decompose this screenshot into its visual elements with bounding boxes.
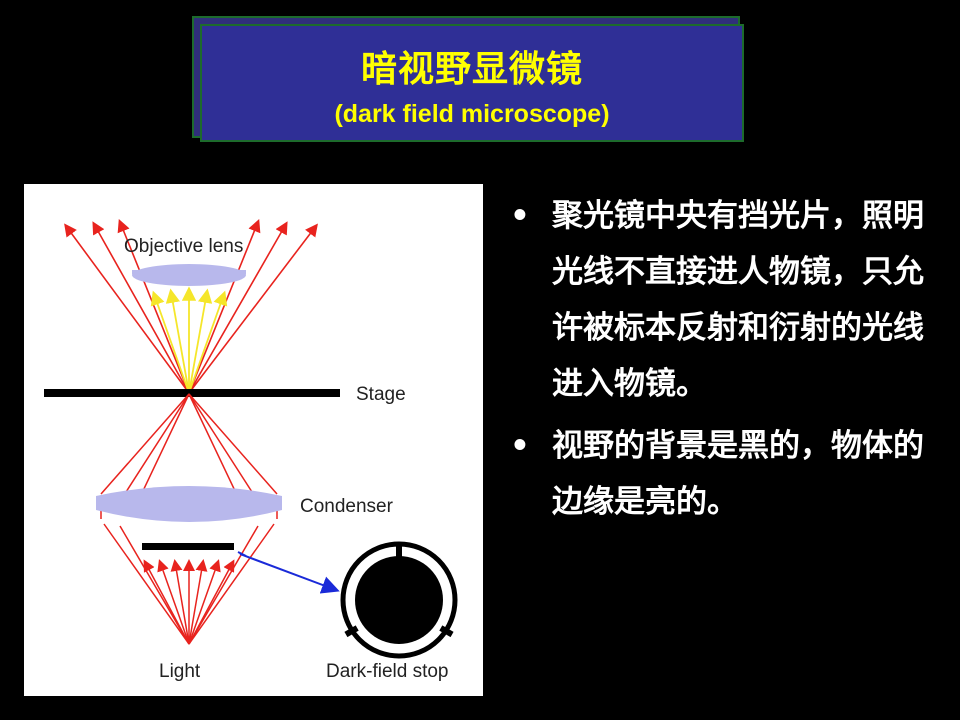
lray-2 <box>157 559 190 645</box>
bullet-item: • 视野的背景是黑的，物体的边缘是亮的。 <box>510 418 950 530</box>
bullet-text: 视野的背景是黑的，物体的边缘是亮的。 <box>552 428 924 520</box>
ray-up-2 <box>92 221 190 394</box>
lray-edge-2 <box>188 523 275 645</box>
objective-lens-top <box>132 270 246 274</box>
ray-up-3 <box>117 219 190 394</box>
scattered-rays <box>64 219 318 394</box>
yellow-rays <box>150 286 228 394</box>
lray-6 <box>188 559 221 645</box>
crays-2 <box>116 393 190 507</box>
lray-edge-3 <box>119 525 190 645</box>
objective-lens <box>132 264 246 286</box>
condenser-lens <box>96 486 282 522</box>
stage-label: Stage <box>356 384 406 405</box>
dark-field-stop-bar <box>142 543 234 550</box>
lray-edge-1 <box>103 523 190 645</box>
stop-center <box>355 556 443 644</box>
stop-strut-left <box>344 625 359 638</box>
light-rays <box>103 523 275 645</box>
objective-label: Objective lens <box>124 236 243 257</box>
stage-bar <box>44 389 340 397</box>
yray-2 <box>165 288 190 394</box>
lray-5 <box>188 559 208 645</box>
lray-edge-4 <box>188 525 259 645</box>
slide-title: 暗视野显微镜 <box>360 49 583 90</box>
bullet-item: • 聚光镜中央有挡光片，照明光线不直接进人物镜，只允许被标本反射和衍射的光线进入… <box>510 188 950 412</box>
light-label: Light <box>159 661 201 682</box>
slide-subtitle: (dark field microscope) <box>334 100 610 128</box>
pointer-arrow <box>239 553 340 594</box>
bullet-marker: • <box>510 198 530 234</box>
lray-1 <box>143 559 190 645</box>
stop-strut-right <box>439 625 454 638</box>
dark-field-diagram: Objective lens Stage Condenser <box>24 184 483 696</box>
yray-4 <box>188 288 213 394</box>
yray-5 <box>188 290 228 394</box>
diagram-svg: Objective lens Stage Condenser <box>44 219 458 682</box>
lray-3 <box>170 559 190 645</box>
lray-7 <box>188 559 235 645</box>
ray-up-4 <box>188 219 261 394</box>
crays-5 <box>188 393 262 507</box>
bullet-text: 聚光镜中央有挡光片，照明光线不直接进人物镜，只允许被标本反射和衍射的光线进入物镜… <box>552 198 924 402</box>
pointer-tail <box>237 551 247 557</box>
crays-4 <box>188 393 278 495</box>
yray-1 <box>150 290 190 394</box>
stop-strut-top <box>396 544 402 557</box>
ray-up-5 <box>188 221 288 394</box>
condenser-label: Condenser <box>300 496 394 517</box>
stop-label: Dark-field stop <box>326 661 449 682</box>
title-box: 暗视野显微镜 (dark field microscope) <box>200 24 744 142</box>
ray-up-1 <box>64 223 190 394</box>
ray-up-6 <box>188 223 318 394</box>
bullet-list: • 聚光镜中央有挡光片，照明光线不直接进人物镜，只允许被标本反射和衍射的光线进入… <box>510 188 950 536</box>
bullet-marker: • <box>510 428 530 464</box>
crays-1 <box>100 393 190 495</box>
stop-disk <box>340 541 458 659</box>
